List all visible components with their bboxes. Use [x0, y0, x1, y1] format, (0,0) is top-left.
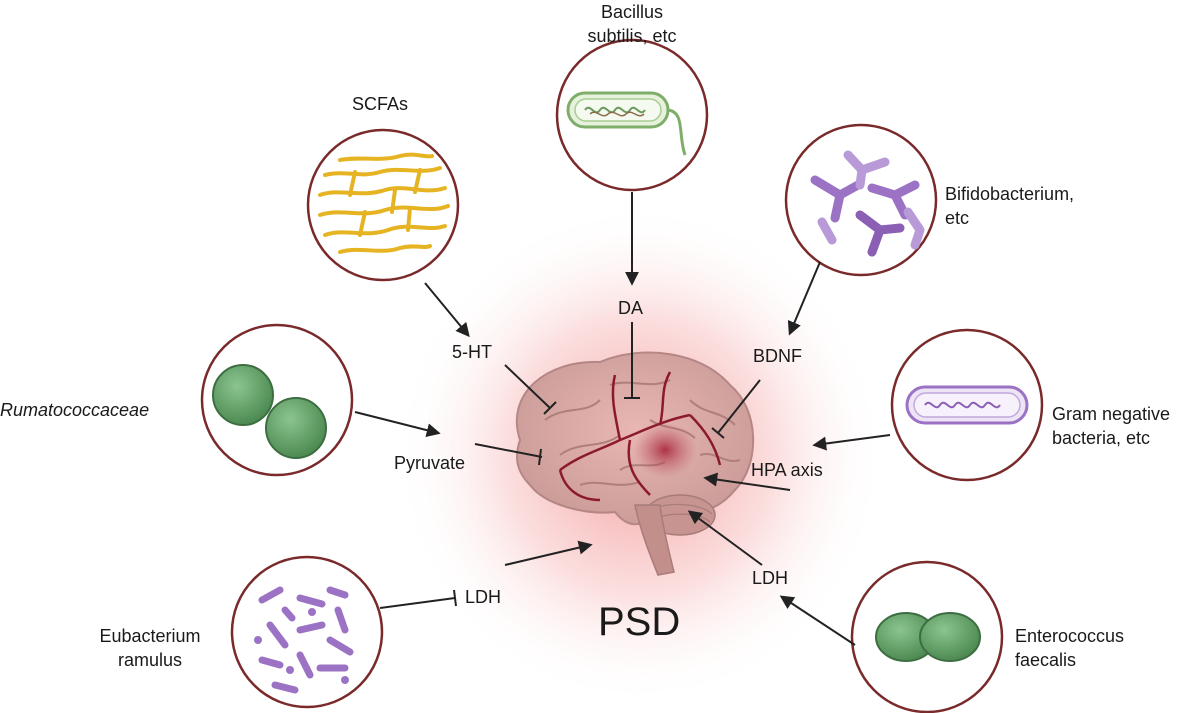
- label-hpa: HPA axis: [751, 460, 823, 480]
- label-gram: Gram negative bacteria, etc: [1052, 404, 1171, 448]
- connections: [354, 192, 891, 646]
- label-ldh-left: LDH: [465, 587, 502, 607]
- label-scfas: SCFAs: [352, 94, 409, 114]
- label-pyruvate: Pyruvate: [394, 453, 466, 473]
- label-entero: Enterococcus faecalis: [1015, 626, 1125, 670]
- entero-icon: [875, 612, 981, 662]
- label-ldh-right: LDH: [752, 568, 789, 588]
- rumato-icon: [212, 364, 327, 459]
- bifido-icon: [810, 150, 925, 257]
- label-bifido: Bifidobacterium, etc: [945, 184, 1075, 228]
- label-rumato: Rumatococcaceae: [0, 400, 150, 420]
- scfas-icon: [318, 152, 450, 254]
- eubact-circle: [230, 555, 384, 709]
- scfas-circle: [306, 128, 460, 282]
- label-eubact: Eubacterium ramulus: [99, 626, 201, 670]
- gram-icon: [905, 385, 1029, 425]
- eubact-icon: [254, 586, 354, 694]
- label-bacillus: Bacillus subtilis, etc: [587, 2, 677, 46]
- label-da: DA: [618, 298, 644, 318]
- label-5ht: 5-HT: [452, 342, 492, 362]
- psd-label: PSD: [598, 600, 681, 644]
- brain-illustration: [515, 351, 755, 576]
- bacillus-icon: [566, 91, 687, 156]
- label-bdnf: BDNF: [753, 346, 802, 366]
- bifido-circle: [784, 123, 938, 277]
